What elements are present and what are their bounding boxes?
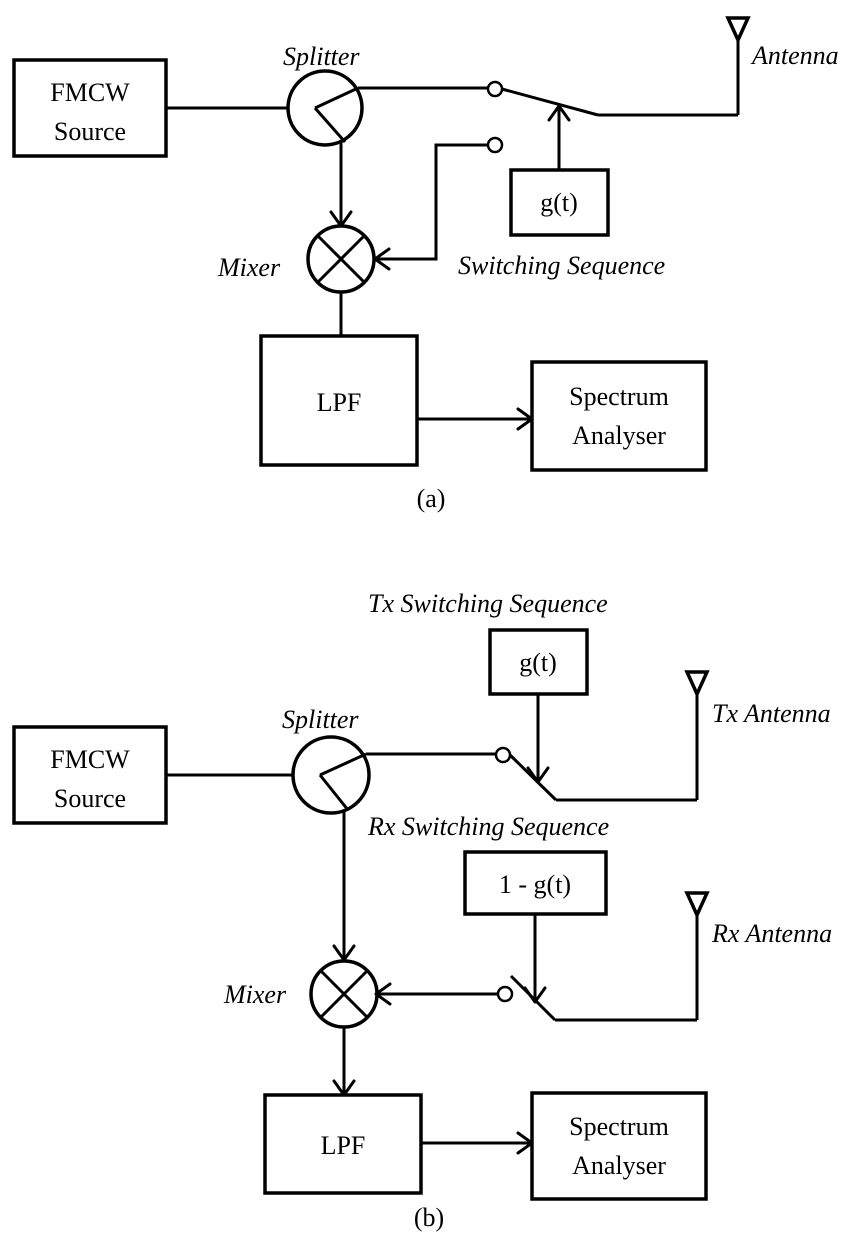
- control-arrowhead-a: [547, 104, 571, 122]
- g-label-b: g(t): [519, 648, 557, 677]
- panel-b: Tx Switching Sequence g(t) FMCW Source S…: [12, 589, 832, 1232]
- tx-antenna-icon-b: [684, 670, 710, 699]
- lpf-block-a: LPF: [259, 334, 419, 467]
- rx-antenna-icon-b: [684, 891, 710, 920]
- fmcw-source-line2: Source: [54, 117, 126, 146]
- antenna-label-a: Antenna: [750, 41, 839, 70]
- analyser-line1-b: Spectrum: [569, 1112, 669, 1141]
- fmcw-source-line1: FMCW: [50, 78, 130, 107]
- fmcw-source-block-b: FMCW Source: [12, 725, 168, 825]
- fmcw-source-line1-b: FMCW: [50, 745, 130, 774]
- rx-switching-label-b: Rx Switching Sequence: [367, 812, 609, 841]
- mixer-a: [306, 224, 376, 294]
- switch-blade-a: [501, 87, 599, 117]
- rx-antenna-label-b: Rx Antenna: [711, 919, 832, 948]
- tx-switching-label-b: Tx Switching Sequence: [368, 589, 608, 618]
- lpf-block-b: LPF: [263, 1093, 423, 1195]
- one-minus-g-block-b: 1 - g(t): [463, 850, 608, 916]
- mixer-b: [309, 959, 379, 1029]
- caption-b: (b): [414, 1203, 444, 1232]
- caption-a: (a): [417, 484, 446, 513]
- lpf-label-b: LPF: [321, 1131, 366, 1160]
- lpf-label-a: LPF: [317, 388, 362, 417]
- panel-a: FMCW Source Splitter Antenna g(t): [12, 16, 839, 513]
- switch-terminal-tx-a: [486, 80, 504, 98]
- analyser-line2-a: Analyser: [572, 421, 666, 450]
- g-label-a: g(t): [540, 188, 578, 217]
- g-block-a: g(t): [509, 168, 610, 237]
- wire-rx-mixer-a: [375, 143, 488, 261]
- mixer-label-a: Mixer: [217, 253, 281, 282]
- analyser-line2-b: Analyser: [572, 1151, 666, 1180]
- fmcw-source-block-a: FMCW Source: [12, 58, 168, 158]
- spectrum-analyser-block-b: Spectrum Analyser: [530, 1091, 708, 1201]
- rx-switch-blade-b: [509, 974, 557, 1022]
- switch-terminal-rx-a: [486, 136, 504, 154]
- mixer-label-b: Mixer: [223, 980, 287, 1009]
- splitter-b: [291, 735, 371, 815]
- fmcw-source-line2-b: Source: [54, 784, 126, 813]
- spectrum-analyser-block-a: Spectrum Analyser: [530, 360, 708, 472]
- splitter-a: [286, 69, 364, 147]
- splitter-label-b: Splitter: [282, 705, 359, 734]
- tx-antenna-label-b: Tx Antenna: [712, 699, 831, 728]
- splitter-label-a: Splitter: [283, 42, 360, 71]
- analyser-line1-a: Spectrum: [569, 382, 669, 411]
- rx-switch-terminal-b: [496, 985, 514, 1003]
- g-block-b: g(t): [488, 628, 589, 696]
- switching-sequence-label-a: Switching Sequence: [458, 251, 665, 280]
- tx-switch-blade-b: [508, 753, 558, 802]
- antenna-icon-a: [725, 16, 751, 45]
- one-minus-g-label-b: 1 - g(t): [499, 870, 571, 899]
- tx-switch-terminal-b: [494, 746, 512, 764]
